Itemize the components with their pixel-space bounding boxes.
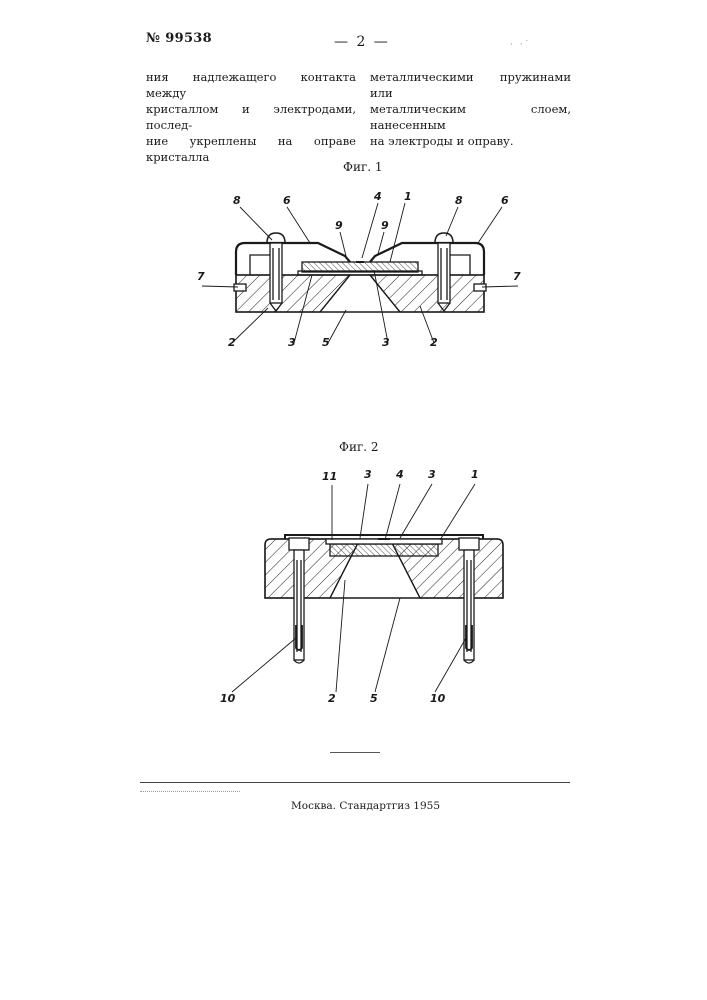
base-block-right [370, 275, 484, 312]
label-9-right: 9 [381, 219, 389, 232]
label-2-right: 2 [430, 336, 438, 349]
label-4: 4 [395, 468, 404, 481]
base-block-left [236, 275, 350, 312]
screw-right [435, 233, 453, 311]
footer-rule [140, 782, 570, 783]
label-4: 4 [373, 190, 382, 203]
footer-dotted-rule [140, 791, 240, 792]
label-2: 2 [328, 692, 336, 705]
crystal-2 [330, 544, 438, 556]
end-rule [330, 752, 380, 753]
figure-1-drawing [202, 203, 518, 343]
label-1: 1 [471, 468, 479, 481]
label-5: 5 [370, 692, 378, 705]
label-3-left: 3 [288, 336, 296, 349]
label-3-right: 3 [382, 336, 390, 349]
label-7-left: 7 [197, 270, 205, 283]
label-8-right: 8 [455, 194, 463, 207]
label-3-right: 3 [428, 468, 436, 481]
label-10-right: 10 [430, 692, 446, 705]
label-6-left: 6 [283, 194, 291, 207]
label-7-right: 7 [513, 270, 521, 283]
label-8-left: 8 [233, 194, 241, 207]
figure-2-drawing [232, 484, 503, 692]
side-screw-left [234, 284, 246, 291]
screw-left [267, 233, 285, 311]
publisher-imprint: Москва. Стандартгиз 1955 [291, 800, 440, 812]
label-6-right: 6 [501, 194, 509, 207]
label-9-left: 9 [335, 219, 343, 232]
label-1: 1 [404, 190, 412, 203]
label-11: 11 [322, 470, 337, 483]
label-3-left: 3 [364, 468, 372, 481]
side-screw-right [474, 284, 486, 291]
label-5: 5 [322, 336, 330, 349]
label-2-left: 2 [228, 336, 236, 349]
label-10-left: 10 [220, 692, 236, 705]
